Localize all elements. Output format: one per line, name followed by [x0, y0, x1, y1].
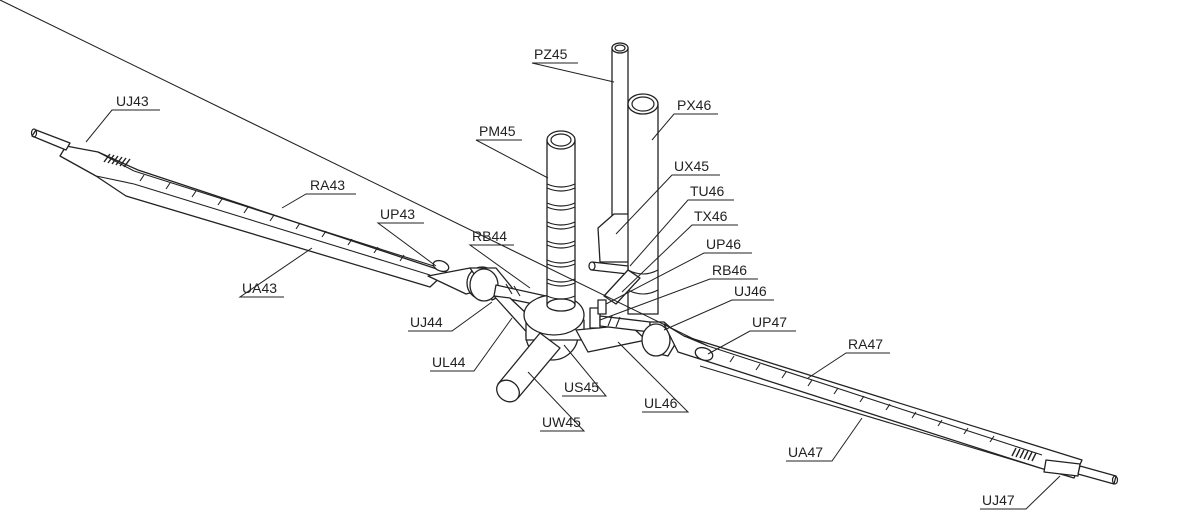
hatch-uj43: [103, 153, 131, 168]
pipe-uj43: [30, 128, 71, 151]
label-pm45: PM45: [479, 123, 516, 139]
label-uj47: UJ47: [982, 492, 1015, 508]
label-px46: PX46: [677, 97, 711, 113]
label-ul46: UL46: [644, 395, 678, 411]
leaders: [85, 62, 1061, 510]
label-up47: UP47: [752, 314, 787, 330]
label-ua47: UA47: [788, 444, 823, 460]
label-uj43: UJ43: [116, 93, 149, 109]
pipe-uw45: [496, 332, 561, 403]
ra43-ticks: [139, 174, 405, 262]
pipe-up43: [432, 259, 450, 273]
label-rb44: RB44: [472, 228, 507, 244]
label-ra47: RA47: [848, 336, 883, 352]
pipe-tu46: [588, 261, 629, 275]
label-up43: UP43: [380, 206, 415, 222]
hatch-uj47: [1011, 447, 1037, 462]
label-uj46: UJ46: [734, 283, 767, 299]
label-tu46: TU46: [690, 183, 724, 199]
pipe-ua47: [0, 0, 1083, 479]
pipe-uj47: [1043, 459, 1119, 485]
label-rb46: RB46: [712, 262, 747, 278]
label-ua43: UA43: [242, 280, 277, 296]
pipe-up47: [694, 346, 714, 362]
pipe-ux45: [597, 213, 631, 263]
label-uw45: UW45: [542, 414, 581, 430]
label-ul44: UL44: [432, 354, 466, 370]
label-uj44: UJ44: [410, 314, 443, 330]
label-pz45: PZ45: [534, 46, 568, 62]
label-ra43: RA43: [310, 177, 345, 193]
label-us45: US45: [564, 379, 599, 395]
label-up46: UP46: [706, 236, 741, 252]
pipe-pm45: [546, 130, 576, 312]
label-ux45: UX45: [674, 158, 709, 174]
label-tx46: TX46: [694, 208, 728, 224]
pipe-up46: [589, 299, 607, 329]
ra47-ticks: [729, 355, 995, 443]
pipe-pz45: [611, 42, 629, 229]
